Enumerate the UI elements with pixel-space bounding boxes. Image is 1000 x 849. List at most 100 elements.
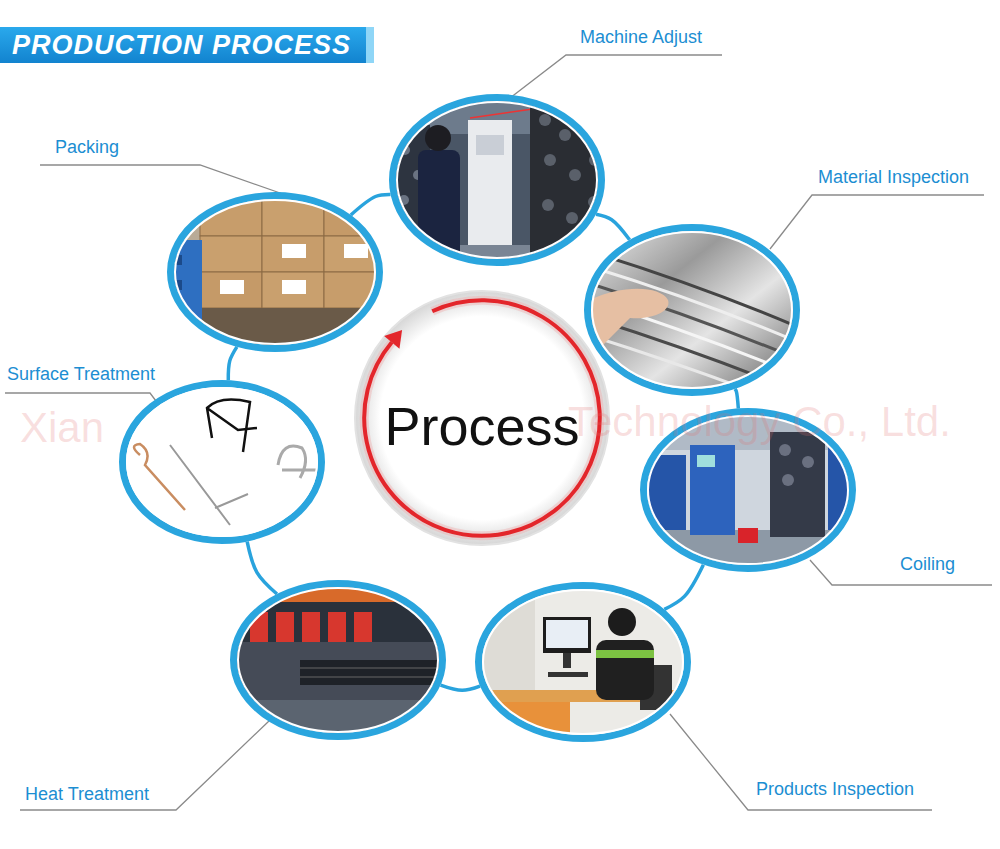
machine-photo [476, 135, 504, 155]
machine-photo [468, 120, 512, 245]
title-banner: PRODUCTION PROCESS [0, 27, 374, 63]
coiling-photo [738, 528, 758, 543]
circle-border [123, 384, 322, 541]
machine-photo [390, 94, 610, 270]
circle-inner-border [397, 102, 597, 258]
leader-lines [670, 714, 932, 810]
circle-inner-border [648, 416, 848, 564]
step-outline [167, 192, 383, 352]
inspection-photo [596, 650, 654, 658]
circle-border [644, 412, 853, 569]
inspection-photo [608, 608, 636, 636]
inspection-photo [543, 617, 591, 653]
circle-inner-border [238, 588, 438, 732]
step-label: Products Inspection [756, 778, 914, 800]
ring-connector [247, 542, 277, 594]
circle-inner-border [483, 590, 683, 734]
circle-inner-border [127, 388, 317, 536]
leader-lines [510, 55, 722, 98]
circle-inner-border [175, 200, 375, 344]
step-outline [584, 224, 800, 396]
parts-photo [120, 382, 326, 544]
furnace-photo [230, 580, 446, 745]
packing-photo [262, 236, 324, 272]
material-photo [585, 225, 805, 412]
parts-photo [120, 382, 326, 544]
step-circle: Surface Treatment [119, 380, 325, 544]
machine-photo [542, 199, 554, 211]
packing-photo [200, 272, 262, 308]
inspection-photo [546, 620, 588, 648]
watermark-text: Technology Co., Ltd. [568, 398, 951, 446]
coiling-photo [802, 456, 814, 468]
step-outline [389, 94, 605, 266]
packing-photo [200, 236, 262, 272]
cycle-arrowhead [384, 330, 402, 349]
step-circle: Material Inspection [584, 224, 800, 396]
packing-photo [165, 195, 387, 353]
packing-photo [344, 244, 368, 258]
circle-inner-border [592, 232, 792, 388]
furnace-photo [328, 612, 346, 642]
coiling-photo [782, 474, 794, 486]
machine-photo [539, 114, 551, 126]
leader-lines [20, 721, 269, 810]
coiling-photo [697, 455, 715, 467]
coiling-photo [779, 444, 791, 456]
material-photo [585, 282, 805, 362]
machine-photo [566, 212, 578, 224]
inspection-photo [548, 672, 588, 677]
inspection-photo [563, 653, 571, 668]
circle-border [393, 98, 602, 263]
coiling-photo [690, 445, 735, 535]
ring-connector [351, 194, 391, 215]
furnace-photo [230, 580, 446, 745]
ring-connector [664, 565, 703, 610]
machine-photo [390, 94, 606, 266]
machine-photo [579, 112, 591, 124]
coiling-photo [770, 432, 825, 537]
banner-stripe [366, 27, 374, 63]
machine-photo [470, 108, 540, 118]
furnace-photo [300, 660, 445, 685]
step-outline [119, 380, 325, 544]
leader-lines [770, 195, 984, 249]
parts-photo [170, 445, 248, 525]
step-circle: Machine Adjust [389, 94, 605, 266]
ring-connector [596, 214, 630, 240]
ring-connector [228, 347, 237, 380]
step-label: Coiling [900, 553, 955, 575]
title-text: PRODUCTION PROCESS [0, 27, 351, 63]
step-label: Surface Treatment [7, 363, 155, 385]
step-outline [475, 582, 691, 742]
step-circle: Products Inspection [475, 582, 691, 742]
packing-photo [220, 280, 244, 294]
packing-photo [282, 244, 306, 258]
parts-photo [207, 400, 257, 452]
circle-border [588, 228, 797, 393]
step-outline [230, 580, 446, 740]
leader-lines [40, 165, 283, 194]
step-label: Material Inspection [818, 166, 969, 188]
step-circle: Packing [167, 192, 383, 352]
leader-lines [5, 55, 992, 810]
circle-border [234, 584, 443, 737]
ring-connector [441, 685, 480, 690]
step-label: Packing [55, 136, 119, 158]
machine-photo [544, 154, 556, 166]
center-circle: Process [354, 290, 610, 546]
machine-photo [559, 129, 571, 141]
step-circle: Heat Treatment [230, 580, 446, 740]
machine-photo [425, 125, 451, 151]
leader-lines [5, 393, 156, 401]
furnace-photo [300, 677, 445, 678]
arrow-glow [364, 300, 600, 536]
parts-photo [278, 446, 318, 478]
inspection-photo [596, 640, 654, 700]
packing-photo [282, 280, 306, 294]
furnace-photo [232, 642, 445, 700]
furnace-photo [276, 612, 294, 642]
inspection-photo [475, 585, 691, 745]
packing-photo [262, 272, 324, 308]
inspection-photo [475, 585, 691, 745]
